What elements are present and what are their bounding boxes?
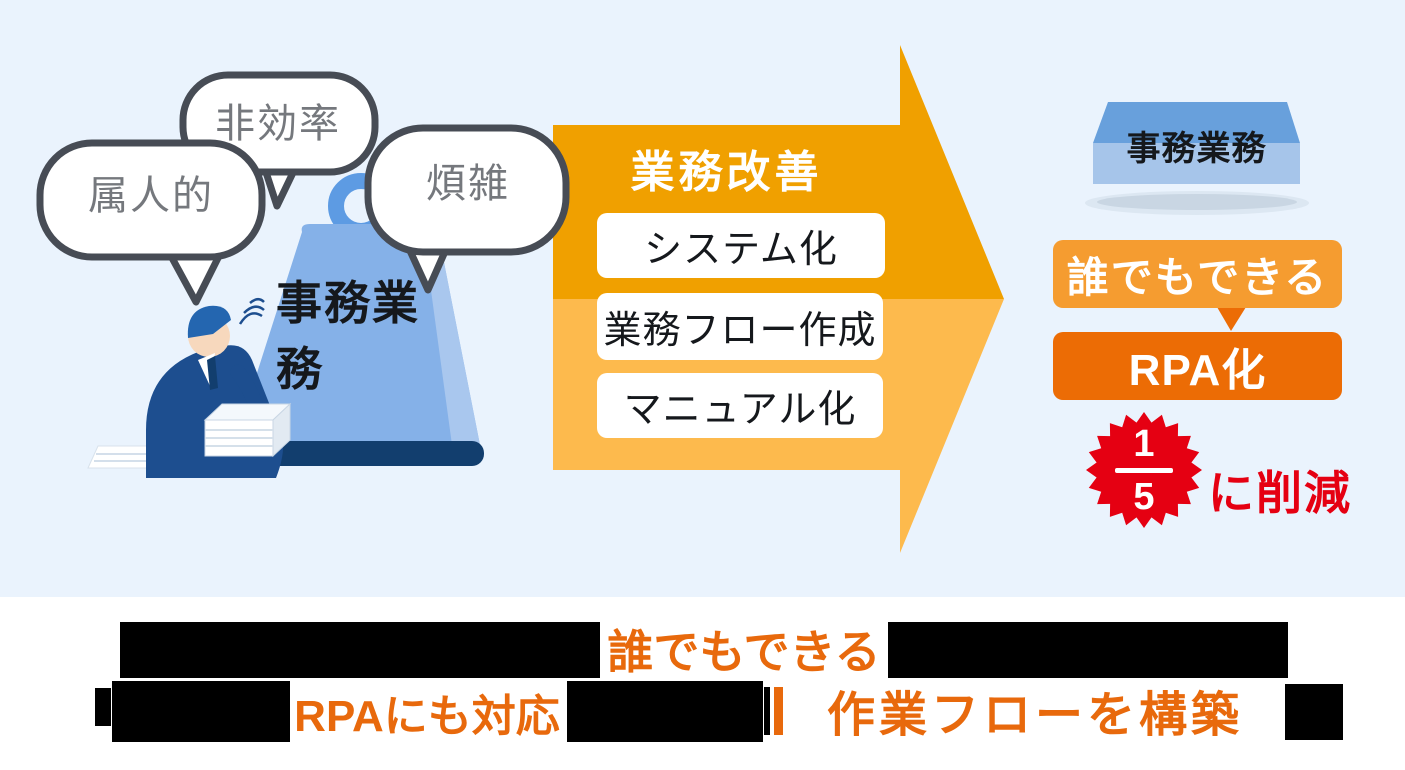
worker-hair <box>187 305 231 338</box>
mini-weight-front-face <box>1093 143 1300 184</box>
step-workflow-creation: 業務フロー作成 <box>597 293 883 360</box>
caption-line1-highlight: 誰でもできる <box>607 626 881 678</box>
caption-line1-redacted-right <box>888 622 1288 678</box>
arrow-title: 業務改善 <box>630 148 823 197</box>
mini-weight-top-face <box>1093 102 1300 143</box>
bubble-inefficiency-label: 非効率 <box>215 102 341 146</box>
caption-line2-redacted-1 <box>112 681 290 742</box>
fraction-denominator: 5 <box>1133 475 1155 518</box>
step-manualization: マニュアル化 <box>597 373 883 438</box>
mini-weight-illustration <box>1085 102 1309 215</box>
caption-line1-redacted-left <box>120 622 600 678</box>
speech-bubbles <box>36 71 570 306</box>
caption-line2-highlight-rpa: RPAにも対応 <box>294 691 560 741</box>
caption-line2-orange-mark <box>774 687 783 735</box>
down-arrow-icon <box>1217 307 1246 331</box>
step-systemization: システム化 <box>597 213 885 278</box>
mini-weight-label: 事務業務 <box>1126 129 1267 168</box>
weight-label: 事務業務 <box>276 277 458 395</box>
caption-line2-highlight-workflow: 作業フローを構築 <box>826 689 1243 742</box>
weight-body <box>234 224 480 445</box>
dizzy-scribble-icon <box>238 298 265 325</box>
one-fifth-fraction: 1 5 <box>1086 412 1202 528</box>
bubble-person-dependent-label: 属人的 <box>88 174 214 218</box>
office-worker-illustration <box>87 298 292 478</box>
caption-line2-redacted-3 <box>764 687 770 735</box>
mini-weight-shadow <box>1097 194 1297 210</box>
bubble-person-dependent <box>36 139 266 261</box>
bubble-cumbersome <box>364 124 570 256</box>
reduce-label: に削減 <box>1208 467 1352 519</box>
worker-tie <box>207 356 218 390</box>
fraction-bar <box>1115 467 1173 473</box>
anyone-can-do-box: 誰でもできる <box>1053 240 1342 308</box>
weight-base <box>230 441 484 466</box>
caption-line2-redacted-4 <box>1285 684 1343 740</box>
bubble-cumbersome-label: 煩雑 <box>426 162 510 206</box>
rpa-box: RPA化 <box>1053 332 1342 400</box>
fraction-numerator: 1 <box>1133 422 1155 465</box>
caption-line2-asterisk-mark <box>95 688 111 726</box>
caption-line2-redacted-2 <box>567 681 763 742</box>
